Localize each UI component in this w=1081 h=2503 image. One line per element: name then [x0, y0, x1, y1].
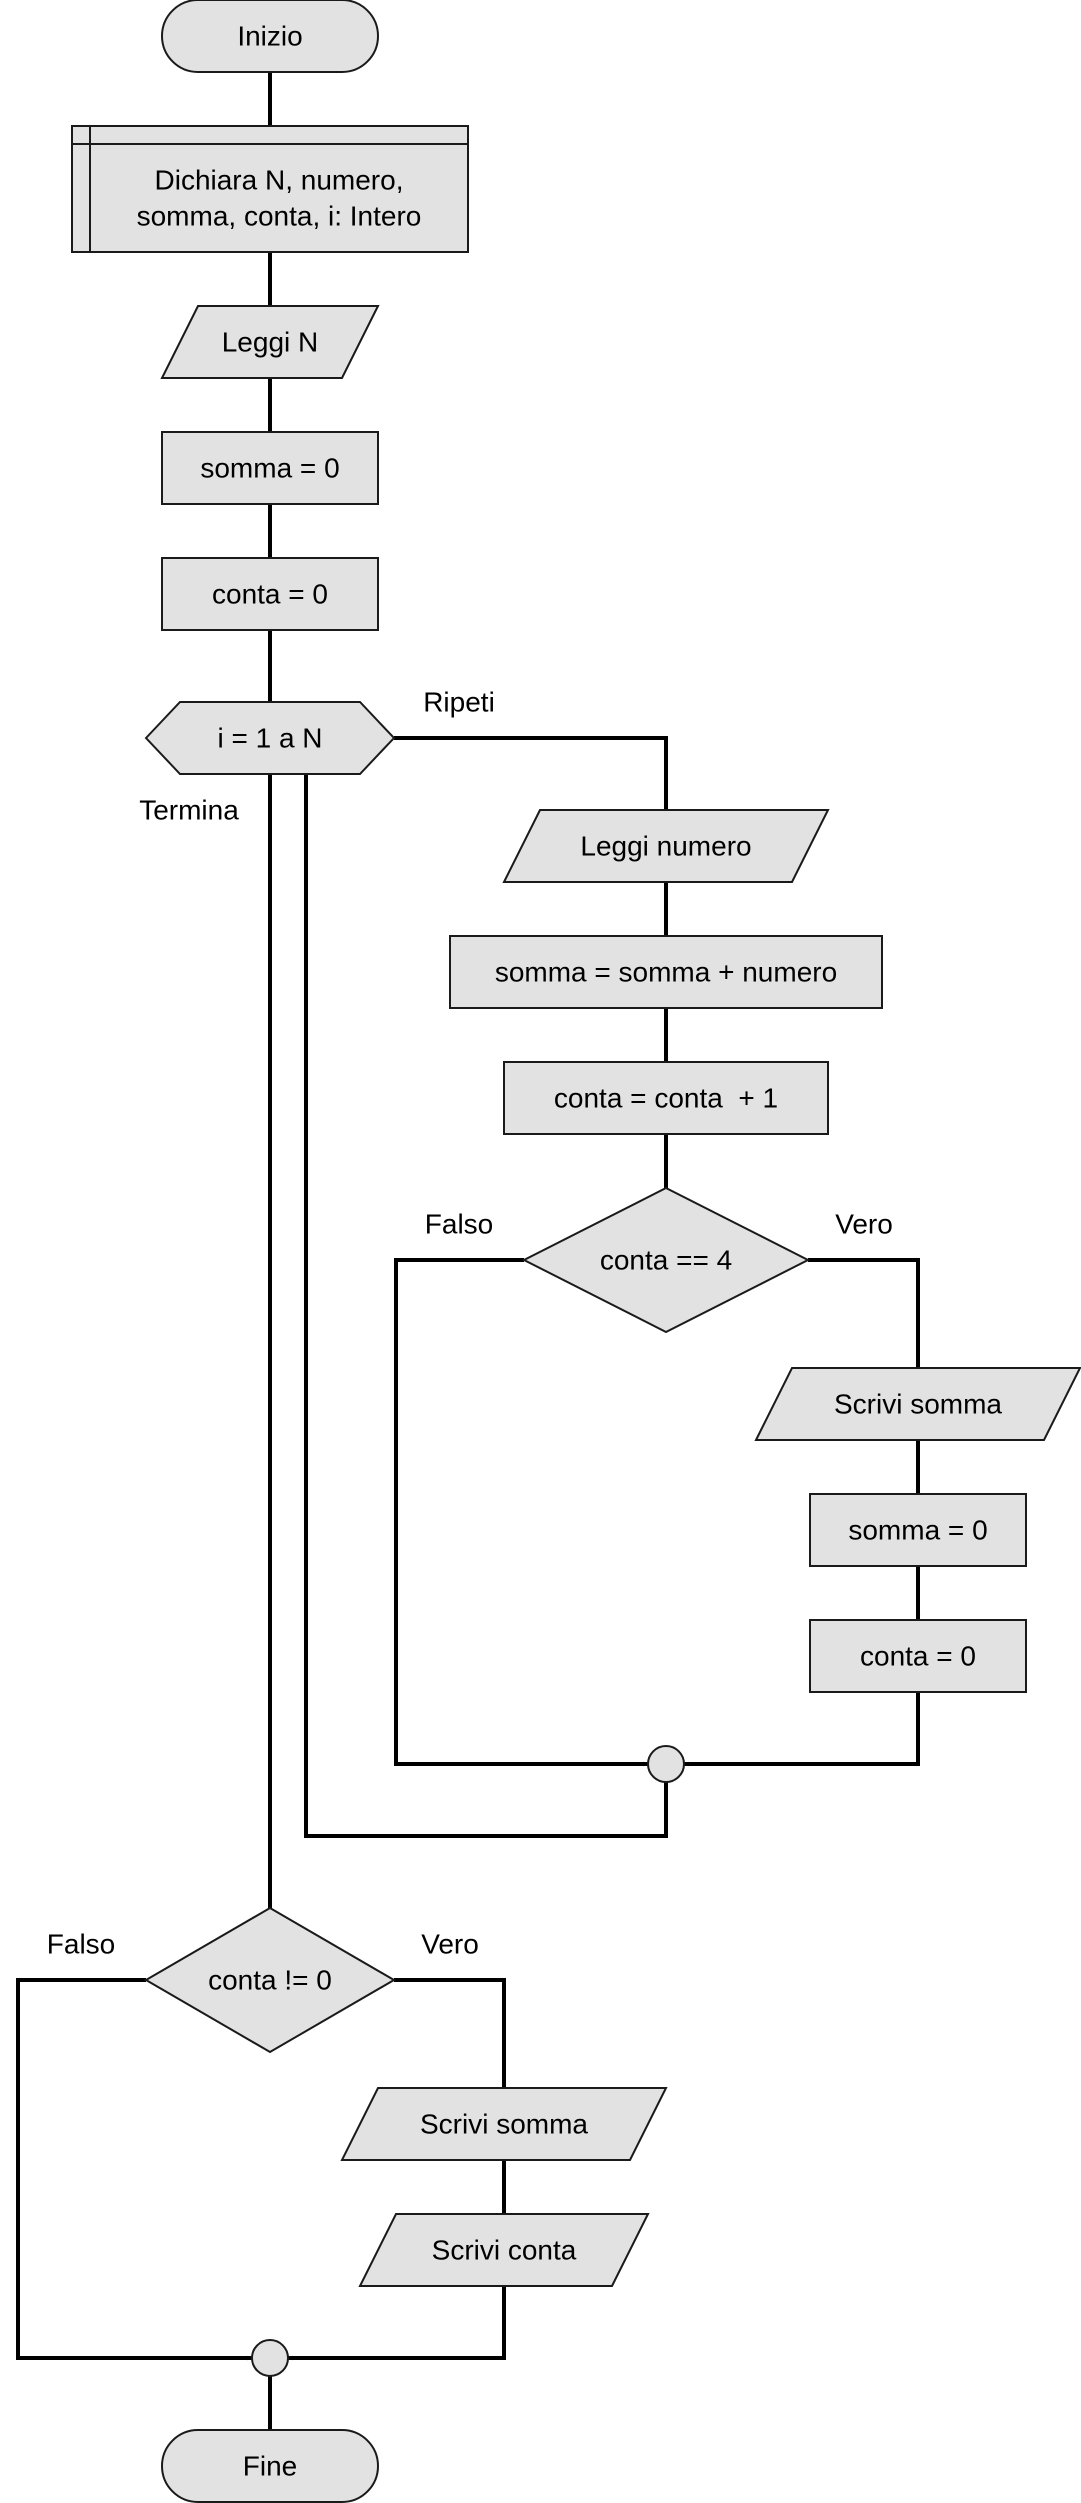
label-cond1-false: Falso — [425, 1209, 493, 1240]
edge-cond1-true — [808, 1258, 921, 1368]
init-conta-node: conta = 0 — [161, 557, 379, 631]
add-somma-node: somma = somma + numero — [449, 935, 883, 1009]
read-n-io-shape — [160, 305, 380, 379]
inc-conta-node: conta = conta + 1 — [503, 1061, 829, 1135]
cond-conta-ne0-diamond-shape — [144, 1906, 396, 2054]
cond-conta4-diamond-shape — [521, 1186, 811, 1334]
add-somma-shape — [449, 935, 883, 1009]
write-somma-final-io-shape — [340, 2087, 668, 2161]
edges — [16, 72, 921, 2430]
label-cond2-false: Falso — [47, 1929, 115, 1960]
inc-conta-text: conta = conta + 1 — [554, 1083, 778, 1114]
read-numero-io-shape — [502, 809, 830, 883]
write-conta-final-text: Scrivi conta — [432, 2235, 577, 2266]
label-cond2-true: Vero — [421, 1929, 479, 1960]
read-n-node: Leggi N — [160, 305, 380, 379]
read-numero-node: Leggi numero — [502, 809, 830, 883]
loop-hexagon-shape — [144, 701, 396, 775]
loop-text: i = 1 a N — [217, 723, 322, 754]
edge-join1-loop-back — [303, 774, 668, 1838]
declare-text-line1: Dichiara N, numero, — [155, 165, 404, 196]
reset-somma-shape — [809, 1493, 1027, 1567]
write-somma-final-node: Scrivi somma — [340, 2087, 668, 2161]
edge-cond1-false — [394, 1258, 648, 1767]
reset-conta-shape — [809, 1619, 1027, 1693]
branch-labels: Ripeti Termina Falso Vero Falso Vero — [47, 687, 893, 1960]
edge-cond2-false — [16, 1978, 252, 2361]
loop-node: i = 1 a N — [144, 701, 396, 775]
edge-writeconta-join2 — [288, 2286, 506, 2361]
reset-somma-node: somma = 0 — [809, 1493, 1027, 1567]
write-somma-final-text: Scrivi somma — [420, 2109, 588, 2140]
start-terminal-shape — [161, 0, 379, 73]
start-node: Inizio — [161, 0, 379, 73]
init-somma-node: somma = 0 — [161, 431, 379, 505]
reset-conta-text: conta = 0 — [860, 1641, 976, 1672]
read-numero-text: Leggi numero — [580, 831, 751, 862]
declare-process-shape — [71, 125, 469, 253]
edge-cond2-true — [394, 1978, 507, 2088]
write-conta-final-io-shape — [358, 2213, 650, 2287]
write-somma-inner-text: Scrivi somma — [834, 1389, 1002, 1420]
edge-loop-repeat — [394, 736, 669, 810]
label-repeat: Ripeti — [423, 687, 495, 718]
read-n-text: Leggi N — [222, 327, 319, 358]
end-terminal-shape — [161, 2429, 379, 2503]
write-somma-inner-node: Scrivi somma — [754, 1367, 1081, 1441]
init-conta-shape — [161, 557, 379, 631]
label-terminate: Termina — [139, 795, 239, 826]
reset-somma-text: somma = 0 — [848, 1515, 987, 1546]
cond-conta-ne0-node: conta != 0 — [144, 1906, 396, 2054]
label-cond1-true: Vero — [835, 1209, 893, 1240]
join-connector-2 — [251, 2339, 289, 2377]
end-text: Fine — [243, 2451, 297, 2482]
declare-node: Dichiara N, numero, somma, conta, i: Int… — [71, 125, 469, 253]
cond-conta-ne0-text: conta != 0 — [208, 1965, 332, 1996]
reset-conta-node: conta = 0 — [809, 1619, 1027, 1693]
add-somma-text: somma = somma + numero — [495, 957, 837, 988]
init-conta-text: conta = 0 — [212, 579, 328, 610]
inc-conta-shape — [503, 1061, 829, 1135]
cond-conta4-node: conta == 4 — [521, 1186, 811, 1334]
declare-text-line2: somma, conta, i: Intero — [137, 201, 422, 232]
cond-conta4-text: conta == 4 — [600, 1245, 732, 1276]
write-conta-final-node: Scrivi conta — [358, 2213, 650, 2287]
end-node: Fine — [161, 2429, 379, 2503]
init-somma-text: somma = 0 — [200, 453, 339, 484]
start-text: Inizio — [237, 21, 302, 52]
join-connector-1 — [647, 1745, 685, 1783]
write-somma-inner-io-shape — [754, 1367, 1081, 1441]
edge-resetconta-join1 — [684, 1692, 920, 1767]
init-somma-shape — [161, 431, 379, 505]
